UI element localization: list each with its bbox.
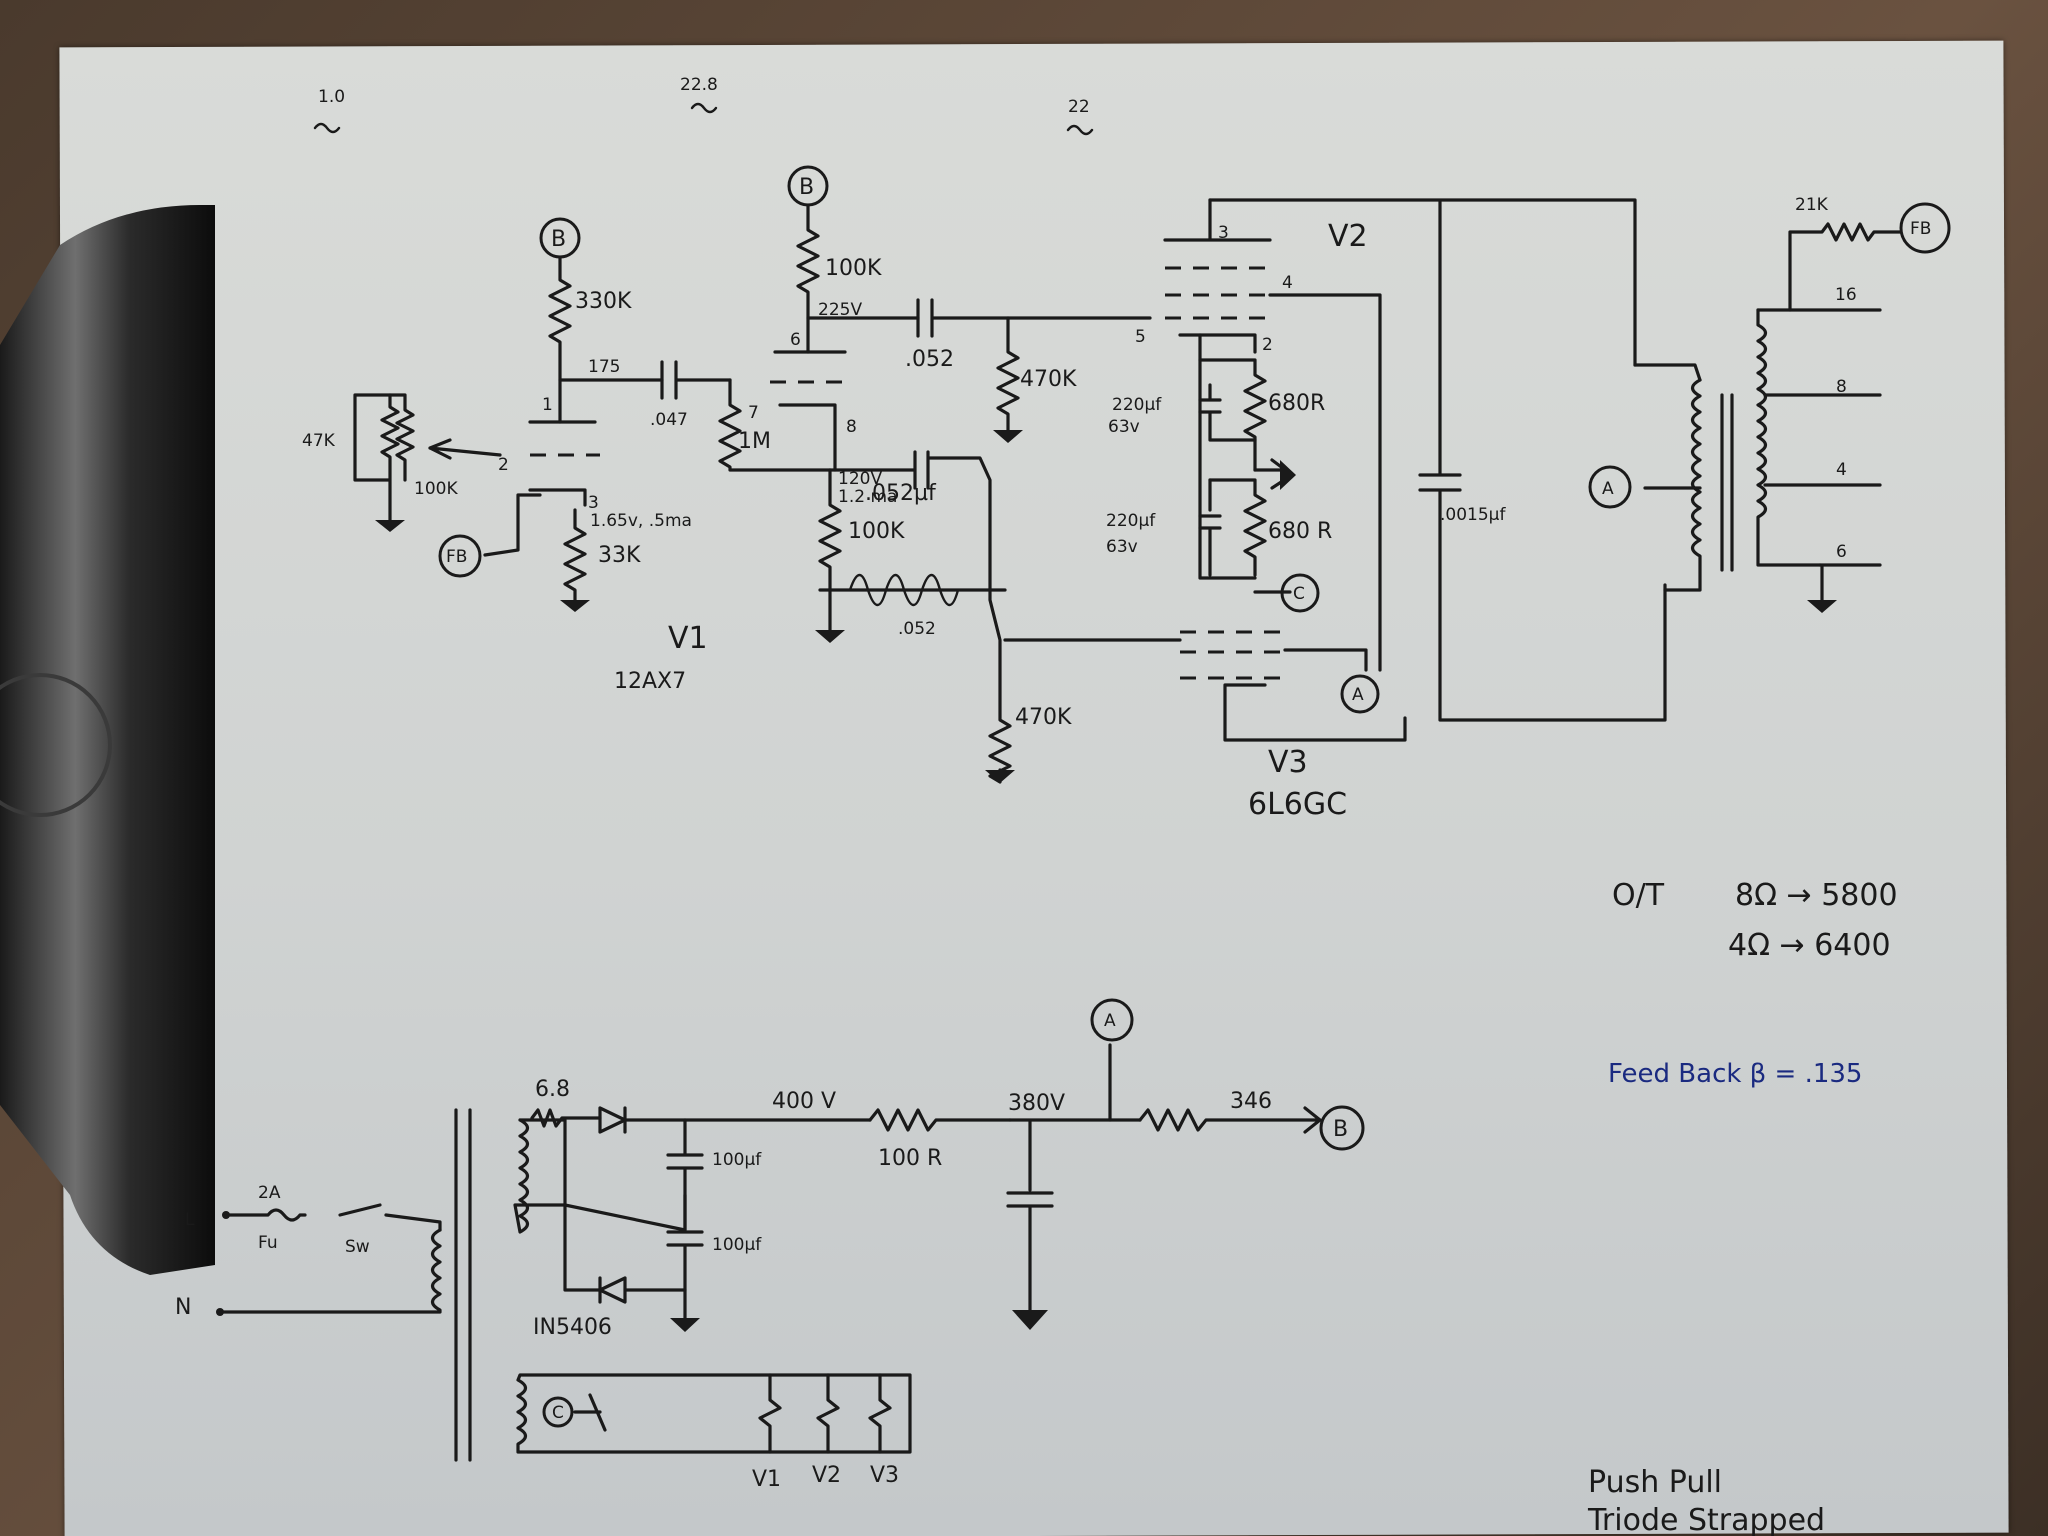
pot-100k: 100K <box>414 479 458 499</box>
c-node-psu <box>542 1396 574 1428</box>
v3-label: V3 <box>1268 745 1308 780</box>
c-node-1-label: C <box>1293 584 1305 604</box>
tap-6: 6 <box>1836 542 1847 562</box>
v2-label: V2 <box>1328 219 1368 254</box>
v-346: 346 <box>1230 1089 1272 1114</box>
heater-v3: V3 <box>870 1463 899 1488</box>
a-node-psu-label: A <box>1104 1011 1116 1031</box>
tap-4: 4 <box>1836 460 1847 480</box>
switch: Sw <box>345 1237 370 1257</box>
ot-line2: 4Ω → 6400 <box>1728 928 1891 963</box>
fuse: Fu <box>258 1233 278 1253</box>
power-supply: L N 2A Fu Sw 6.8 400 V 100µf 100µf IN540… <box>175 998 1365 1492</box>
v2-pin3: 3 <box>1218 223 1229 243</box>
fb-node-2-label: FB <box>1910 219 1931 239</box>
title-line1: Push Pull <box>1588 1465 1722 1500</box>
v-175: 175 <box>588 357 620 377</box>
a-node-ot-label: A <box>1602 479 1614 499</box>
heater-v2: V2 <box>812 1463 841 1488</box>
v2-pin2: 2 <box>1262 335 1273 355</box>
v1-pin7: 7 <box>748 403 759 423</box>
c-100-1: 100µf <box>712 1150 762 1170</box>
v1-pin1: 1 <box>542 395 553 415</box>
output-transformer: A 16 8 4 6 21K FB <box>1588 195 1951 613</box>
ma-1-2: 1.2 ma <box>838 487 897 507</box>
v-400: 400 V <box>772 1089 836 1114</box>
c-047: .047 <box>650 410 688 430</box>
binder-clip <box>0 205 215 1275</box>
a-node-v3 <box>1340 674 1380 714</box>
fb-node-1-label: FB <box>446 547 467 567</box>
r-680-2: 680 R <box>1268 519 1332 544</box>
tap-16: 16 <box>1835 285 1857 305</box>
mains-n: N <box>175 1295 191 1320</box>
feedback-note: Feed Back β = .135 <box>1608 1059 1862 1089</box>
r-6-8: 6.8 <box>535 1077 570 1102</box>
r-680-1: 680R <box>1268 391 1325 416</box>
plate-cap: .0015µf <box>1440 505 1506 525</box>
heater-v1: V1 <box>752 1467 781 1492</box>
fuse-2a: 2A <box>258 1183 281 1203</box>
c-node-psu-label: C <box>552 1403 564 1423</box>
v-225: 225V <box>818 300 862 320</box>
c-100-2: 100µf <box>712 1235 762 1255</box>
c-052: .052 <box>905 347 954 372</box>
v1-label: V1 <box>668 621 708 656</box>
v1-pin3: 3 <box>588 493 599 513</box>
v2-pin4: 4 <box>1282 273 1293 293</box>
tap-8: 8 <box>1836 377 1847 397</box>
output-tubes: 3 4 5 V2 2 220µf 63v 680R 220µf 63v 680 … <box>1003 198 1667 822</box>
pot-47k: 47K <box>302 431 336 451</box>
r-100k-top: 100K <box>825 256 882 281</box>
v1-pin2: 2 <box>498 455 509 475</box>
v1-stage2: B 100K 225V 6 .052 470K 7 1M 8 470K 120V… <box>614 165 1152 784</box>
r-100k-2: 100K <box>848 519 905 544</box>
r-1m: 1M <box>738 429 771 454</box>
v3-type: 6L6GC <box>1248 787 1347 822</box>
b-node-1-label: B <box>551 227 566 252</box>
cap-220-1-v: 63v <box>1108 417 1140 437</box>
mains-l: L <box>185 1210 195 1230</box>
mark-3: 22 <box>1068 97 1090 117</box>
b-node-psu-label: B <box>1333 1117 1348 1142</box>
fb-node-1 <box>438 534 482 578</box>
b-node-psu <box>1319 1105 1365 1151</box>
v1-pin8: 8 <box>846 417 857 437</box>
cap-220-1: 220µf <box>1112 395 1162 415</box>
scribble-052: .052 <box>898 619 936 639</box>
mark-2: 22.8 <box>680 75 718 95</box>
v1-pin6: 6 <box>790 330 801 350</box>
cap-220-2: 220µf <box>1106 511 1156 531</box>
v-380: 380V <box>1008 1091 1065 1116</box>
v1-stage1: B 330K 1 175 .047 2 3 1.65v, .5ma 33K FB <box>302 217 732 612</box>
r-470k-1: 470K <box>1020 367 1077 392</box>
r-330k: 330K <box>575 289 632 314</box>
v2-pin5: 5 <box>1135 327 1146 347</box>
r-100r: 100 R <box>878 1146 942 1171</box>
title-line2: Triode Strapped <box>1587 1503 1825 1536</box>
cap-220-2-v: 63v <box>1106 537 1138 557</box>
diode-in5406: IN5406 <box>533 1315 612 1340</box>
cathode-note: 1.65v, .5ma <box>590 511 692 531</box>
ot-label: O/T <box>1612 878 1665 913</box>
a-node-ot <box>1588 465 1632 509</box>
a-node-v3-label: A <box>1352 685 1364 705</box>
r-470k-2: 470K <box>1015 705 1072 730</box>
ot-line1: 8Ω → 5800 <box>1735 878 1898 913</box>
c-052uf: .052µf <box>865 481 937 506</box>
v1-type: 12AX7 <box>614 669 686 694</box>
mark-1: 1.0 <box>318 87 345 107</box>
r-33k: 33K <box>598 543 641 568</box>
a-node-psu <box>1090 998 1134 1042</box>
b-node-2-label: B <box>799 175 814 200</box>
c-node-1 <box>1280 573 1320 613</box>
v-120: 120V <box>838 469 882 489</box>
fb-node-2 <box>1899 202 1951 254</box>
r-21k: 21K <box>1795 195 1829 215</box>
